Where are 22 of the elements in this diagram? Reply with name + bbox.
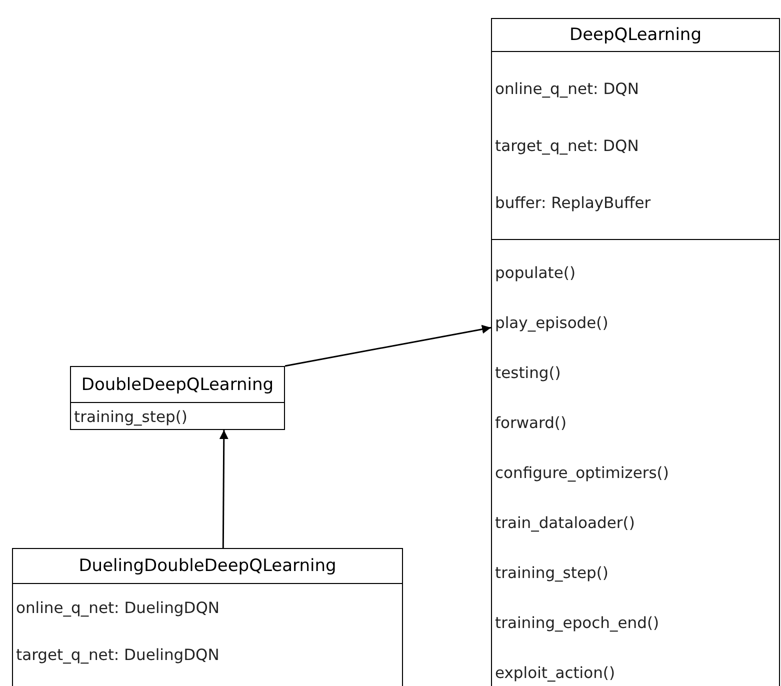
- attribute-text: buffer: ReplayBuffer: [495, 194, 651, 212]
- class-name: DoubleDeepQLearning: [81, 374, 274, 394]
- method-text: play_episode(): [495, 314, 608, 332]
- attribute-text: online_q_net: DQN: [495, 80, 639, 98]
- arrow: [284, 324, 492, 367]
- method-text: testing(): [495, 364, 561, 382]
- class-box: [70, 366, 285, 430]
- attribute-text: target_q_net: DuelingDQN: [16, 646, 220, 664]
- class-name: DuelingDoubleDeepQLearning: [78, 556, 336, 576]
- method-text: populate(): [495, 264, 576, 282]
- method-text: configure_optimizers(): [495, 464, 669, 482]
- attribute-text: target_q_net: DQN: [495, 136, 639, 154]
- method-text: training_epoch_end(): [495, 614, 660, 632]
- attribute-text: online_q_net: DuelingDQN: [16, 598, 220, 616]
- class-box: [491, 18, 780, 686]
- class-name: DeepQLearning: [570, 25, 702, 45]
- method-text: exploit_action(): [495, 664, 616, 682]
- method-text: train_dataloader(): [495, 514, 635, 532]
- method-text: training_step(): [74, 408, 188, 426]
- method-text: training_step(): [495, 564, 608, 582]
- method-text: forward(): [495, 414, 567, 432]
- arrow: [219, 430, 228, 548]
